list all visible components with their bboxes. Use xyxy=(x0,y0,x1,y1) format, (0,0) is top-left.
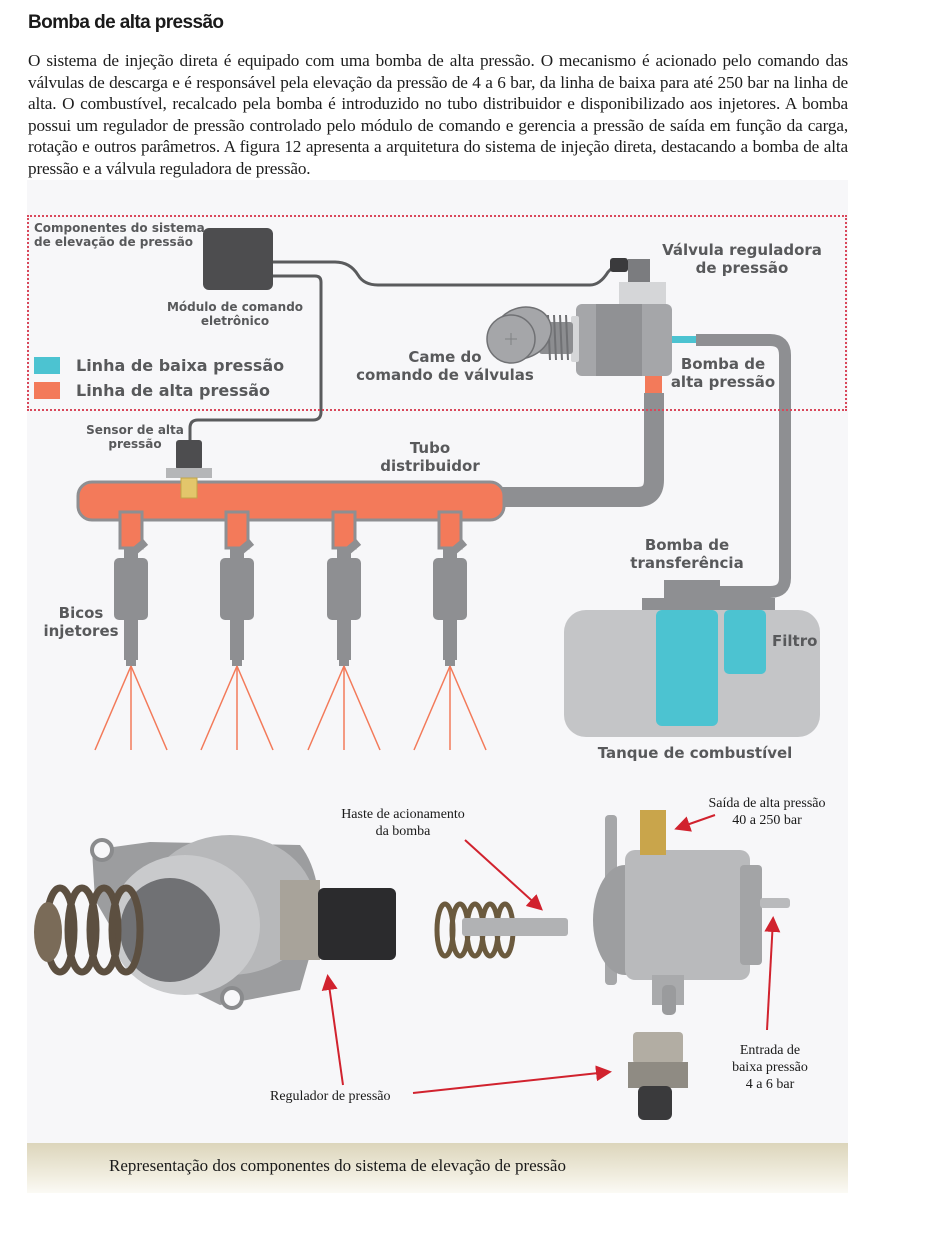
cam-label: Came do comando de válvulas xyxy=(356,348,534,384)
module-to-valve-wire xyxy=(272,260,617,287)
spray-line xyxy=(449,665,487,751)
legend-swatch-high-pressure xyxy=(34,382,60,399)
fuel-injector xyxy=(94,510,168,751)
module-label: Módulo de comando eletrônico xyxy=(166,300,304,329)
filter-label: Filtro xyxy=(772,632,818,650)
pressure-system-box xyxy=(27,215,847,411)
high-pressure-outlet xyxy=(645,376,662,393)
legend-swatch-low-pressure xyxy=(34,357,60,374)
high-pressure-pipe xyxy=(500,393,664,507)
rod-label: Haste de acionamento da bomba xyxy=(341,807,465,839)
legend-high-pressure: Linha de alta pressão xyxy=(76,381,271,400)
injectors-label: Bicos injetores xyxy=(43,604,119,640)
spray-line xyxy=(130,665,168,751)
pump-body xyxy=(593,810,790,1015)
caption-band xyxy=(27,1143,848,1193)
spray-line xyxy=(343,665,381,751)
pressure-regulating-valve xyxy=(619,282,666,308)
transfer-pump-flange xyxy=(642,598,775,610)
fuel-injector xyxy=(413,510,487,751)
outlet-label: Saída de alta pressão 40 a 250 bar xyxy=(708,796,826,828)
valve-connector-plug xyxy=(610,258,628,272)
low-pressure-inlet xyxy=(672,336,698,343)
spray-line xyxy=(307,665,345,751)
drive-rod xyxy=(434,901,568,959)
transfer-pump-head xyxy=(664,580,720,600)
transfer-pump xyxy=(656,610,718,726)
assembled-pump xyxy=(34,835,396,1010)
spray-line xyxy=(200,665,238,751)
box-title: Componentes do sistema de elevação de pr… xyxy=(34,221,205,250)
control-module xyxy=(203,228,273,290)
transfer-pump-label: Bomba de transferência xyxy=(630,536,744,572)
section-title: Bomba de alta pressão xyxy=(28,12,224,33)
inlet-arrow xyxy=(764,916,781,1031)
regulator-label: Regulador de pressão xyxy=(270,1089,391,1104)
fuel-injector xyxy=(200,510,274,751)
spray-line xyxy=(236,665,274,751)
rod-arrow xyxy=(464,839,543,911)
rail-label: Tubo distribuidor xyxy=(380,439,480,475)
tank-label: Tanque de combustível xyxy=(597,744,793,762)
spray-line xyxy=(413,665,451,751)
figure-caption: Representação dos componentes do sistema… xyxy=(109,1156,566,1175)
pressure-regulator-part xyxy=(628,1032,688,1120)
section-paragraph: O sistema de injeção direta é equipado c… xyxy=(28,51,848,178)
camshaft-cam xyxy=(486,306,552,364)
regulator-arrow-1 xyxy=(321,974,344,1086)
regulator-connector xyxy=(318,888,396,960)
low-pressure-pipe xyxy=(696,334,791,598)
valve-connector-body xyxy=(628,259,650,283)
fuel-filter xyxy=(724,610,766,674)
outlet-arrow xyxy=(674,814,716,832)
module-to-sensor-wire xyxy=(188,274,323,442)
hp-pump-label: Bomba de alta pressão xyxy=(670,355,776,391)
high-pressure-sensor xyxy=(176,440,202,470)
legend-low-pressure: Linha de baixa pressão xyxy=(76,356,285,375)
spray-line xyxy=(94,665,132,751)
regulator-arrow-2 xyxy=(412,1065,612,1094)
fuel-injector xyxy=(307,510,381,751)
inlet-label: Entrada de baixa pressão 4 a 6 bar xyxy=(732,1043,808,1092)
valve-label: Válvula reguladora de pressão xyxy=(662,241,822,277)
sensor-label: Sensor de alta pressão xyxy=(86,423,184,452)
